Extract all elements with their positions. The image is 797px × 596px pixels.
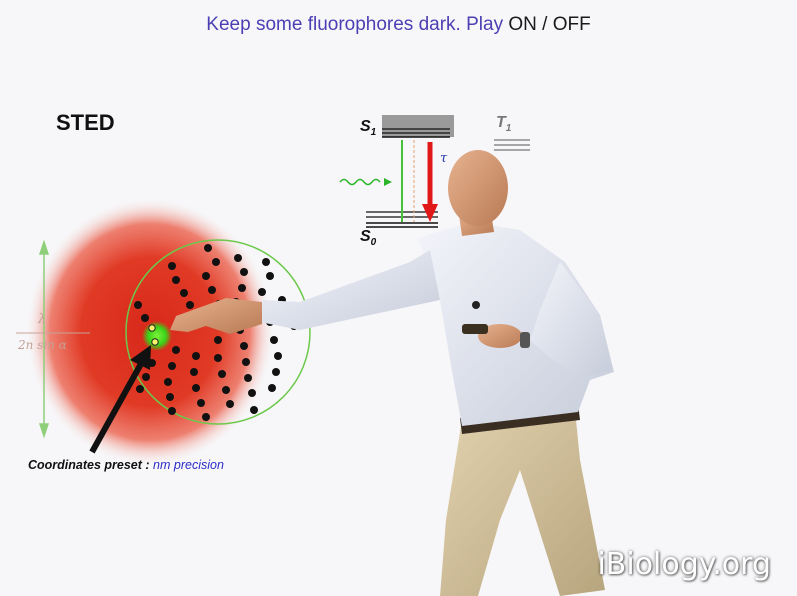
formula-denominator: 2n sin α bbox=[18, 338, 67, 352]
caption-precision: nm precision bbox=[153, 458, 224, 472]
level-s0-letter: S bbox=[360, 228, 371, 245]
focal-circle bbox=[125, 239, 311, 425]
pointer-arrow bbox=[89, 345, 151, 454]
slide-title-black: ON / OFF bbox=[508, 14, 591, 35]
slide-title-blue: Keep some fluorophores dark. Play bbox=[206, 14, 504, 35]
resolution-arrow bbox=[38, 239, 50, 439]
caption-label: Coordinates preset : bbox=[28, 458, 150, 472]
level-s1-letter: S bbox=[360, 118, 371, 135]
ibiology-watermark: iBiology.org bbox=[597, 547, 771, 582]
formula-numerator: λ bbox=[38, 312, 47, 327]
caption: Coordinates preset : nm precision bbox=[28, 458, 224, 472]
level-t1: T1 bbox=[496, 114, 511, 134]
presenter-figure bbox=[170, 150, 614, 596]
level-t1-sub: 1 bbox=[505, 123, 512, 135]
tau-label: τ bbox=[440, 151, 448, 166]
fluorescent-spot bbox=[142, 321, 172, 351]
level-s1-sub: 1 bbox=[370, 127, 377, 139]
level-s0-sub: 0 bbox=[370, 237, 377, 249]
energy-diagram: τ bbox=[339, 115, 530, 228]
sted-heading: STED bbox=[56, 110, 115, 135]
level-t1-letter: T bbox=[496, 114, 506, 131]
level-s0: S0 bbox=[360, 228, 376, 248]
level-s1: S1 bbox=[360, 118, 376, 138]
slide-title: Keep some fluorophores dark. Play ON / O… bbox=[0, 14, 797, 36]
